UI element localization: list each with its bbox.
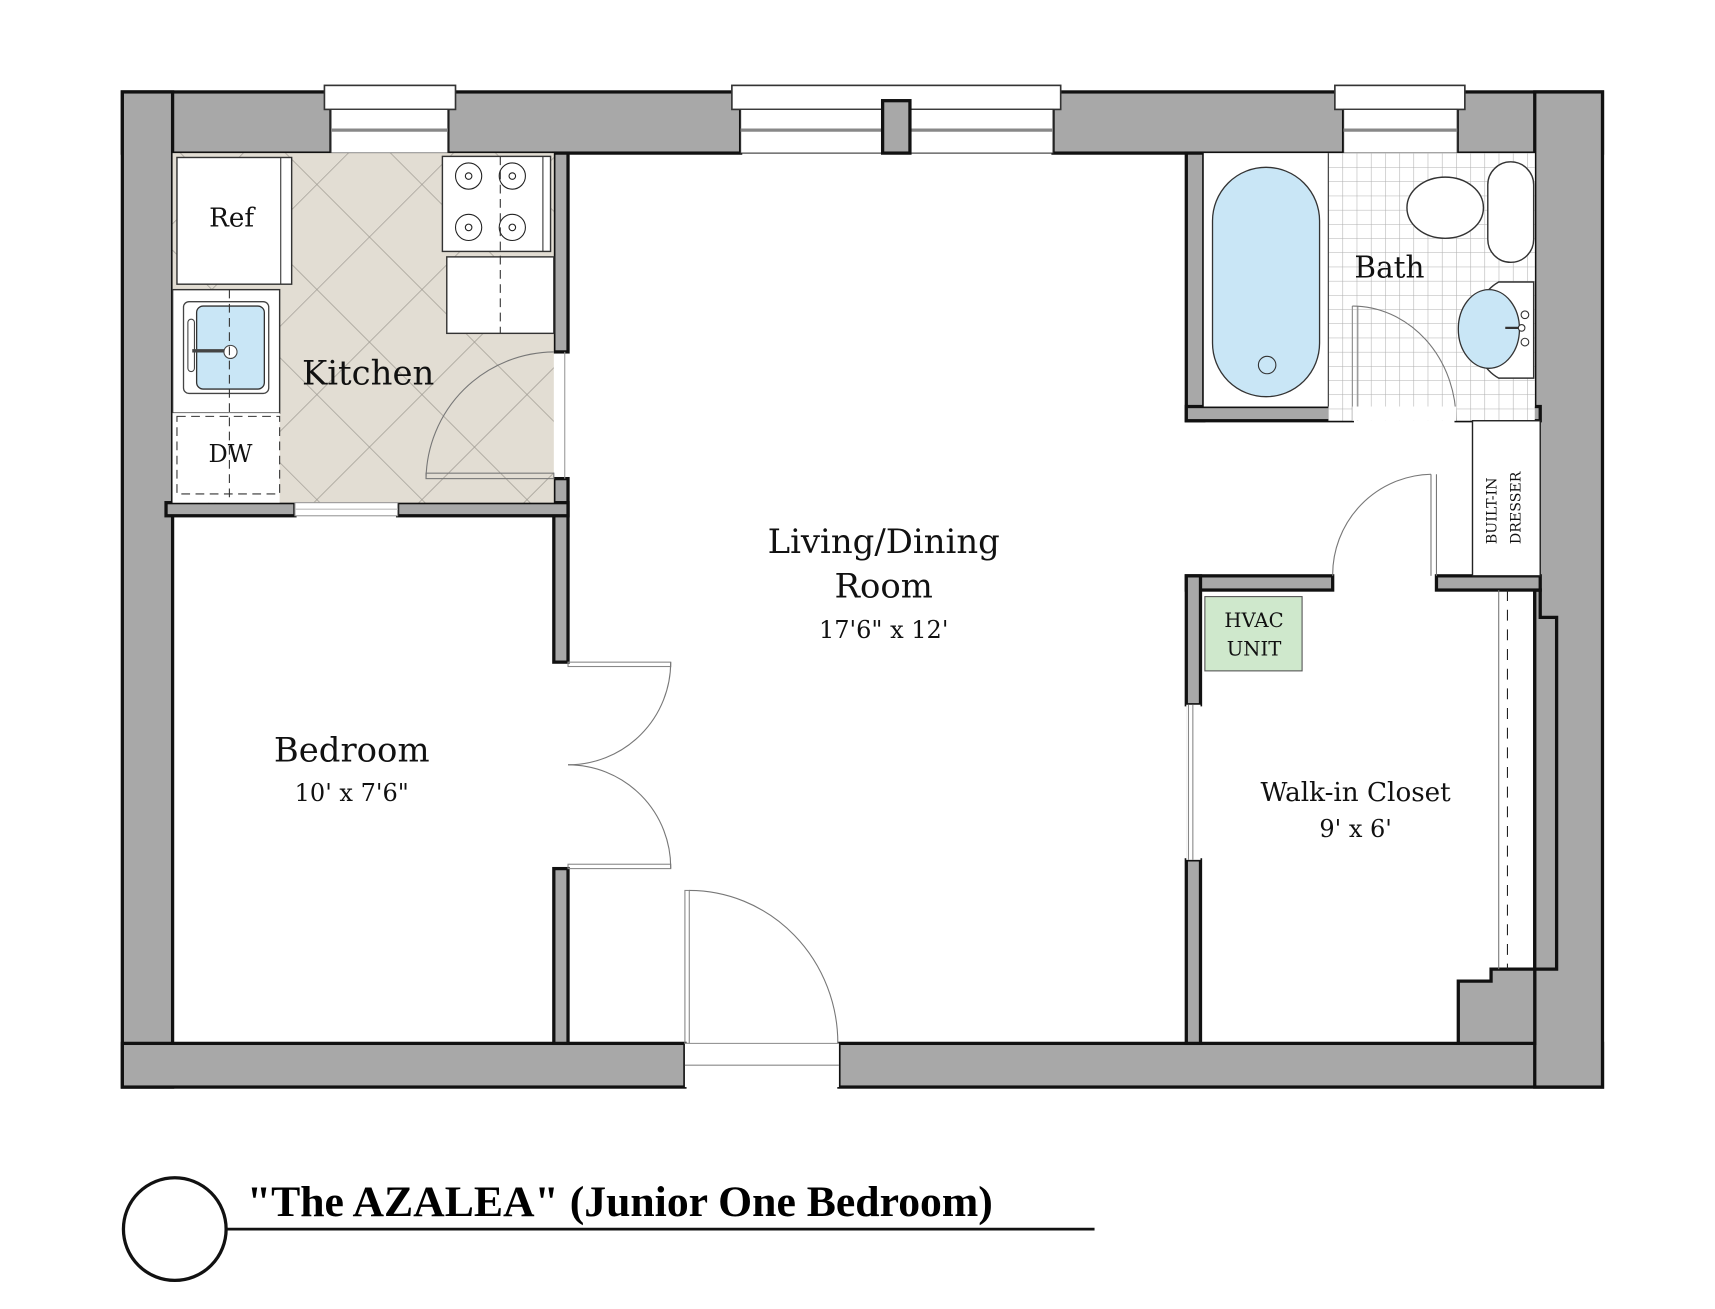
hvac-label-1: HVAC [1224,609,1283,632]
dresser-label-2: DRESSER [1509,470,1525,544]
kitchen-label: Kitchen [302,354,434,393]
living-size: 17'6" x 12' [819,616,948,644]
built-in-dresser: BUILT-IN DRESSER [1471,420,1541,577]
ref-label: Ref [209,203,256,233]
hvac-unit [1204,596,1303,672]
windows [323,84,1466,155]
living-label-2: Room [835,567,933,606]
dresser-label-1: BUILT-IN [1485,477,1501,544]
bedroom-label: Bedroom [274,731,430,770]
closet-door [1332,473,1437,576]
closet-label: Walk-in Closet [1261,778,1452,808]
bedroom-size: 10' x 7'6" [295,779,409,807]
dw-label: DW [209,440,253,468]
title-block: "The AZALEA" (Junior One Bedroom) [121,1176,1095,1283]
north-marker-circle [121,1176,228,1283]
bathroom [1203,153,1535,421]
burners [454,162,526,242]
closet-size: 9' x 6' [1319,815,1392,843]
kitchen [171,153,566,517]
plan-title: "The AZALEA" (Junior One Bedroom) [247,1178,993,1226]
bath-label: Bath [1354,251,1424,285]
living-label-1: Living/Dining [768,522,1000,561]
bedroom-double-door [567,661,672,870]
entry-door [684,889,839,1088]
hvac-label-2: UNIT [1227,638,1282,661]
